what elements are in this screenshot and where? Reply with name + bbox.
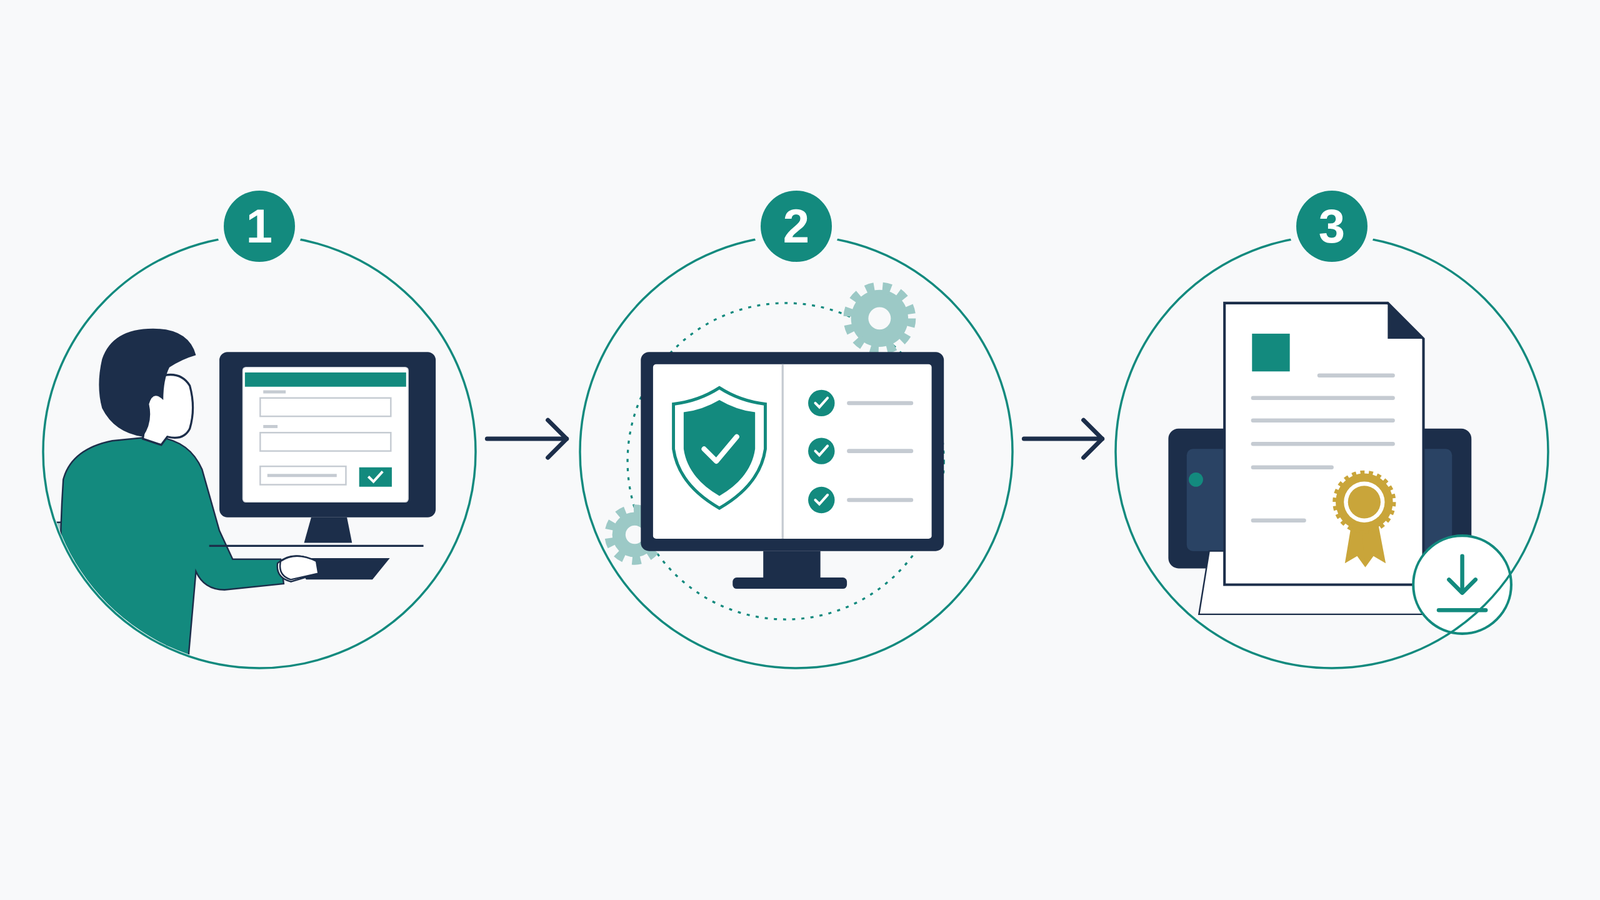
certificate-printer	[1168, 303, 1512, 634]
step-circle: 1	[41, 234, 477, 670]
verification-monitor	[610, 287, 944, 620]
step-badge: 1	[223, 190, 295, 262]
step-number: 2	[783, 202, 810, 250]
step-circle: 2	[578, 234, 1014, 670]
circle-outline	[1114, 234, 1550, 670]
step-number: 3	[1318, 202, 1345, 250]
flow-arrow	[486, 420, 567, 458]
flow-arrow	[1023, 420, 1102, 458]
step-badge: 3	[1296, 190, 1368, 262]
circle-outline	[41, 234, 477, 670]
circle-outline	[578, 234, 1014, 670]
step-circle: 3	[1114, 234, 1550, 670]
step-number: 1	[246, 202, 273, 250]
step-badge: 2	[760, 190, 832, 262]
